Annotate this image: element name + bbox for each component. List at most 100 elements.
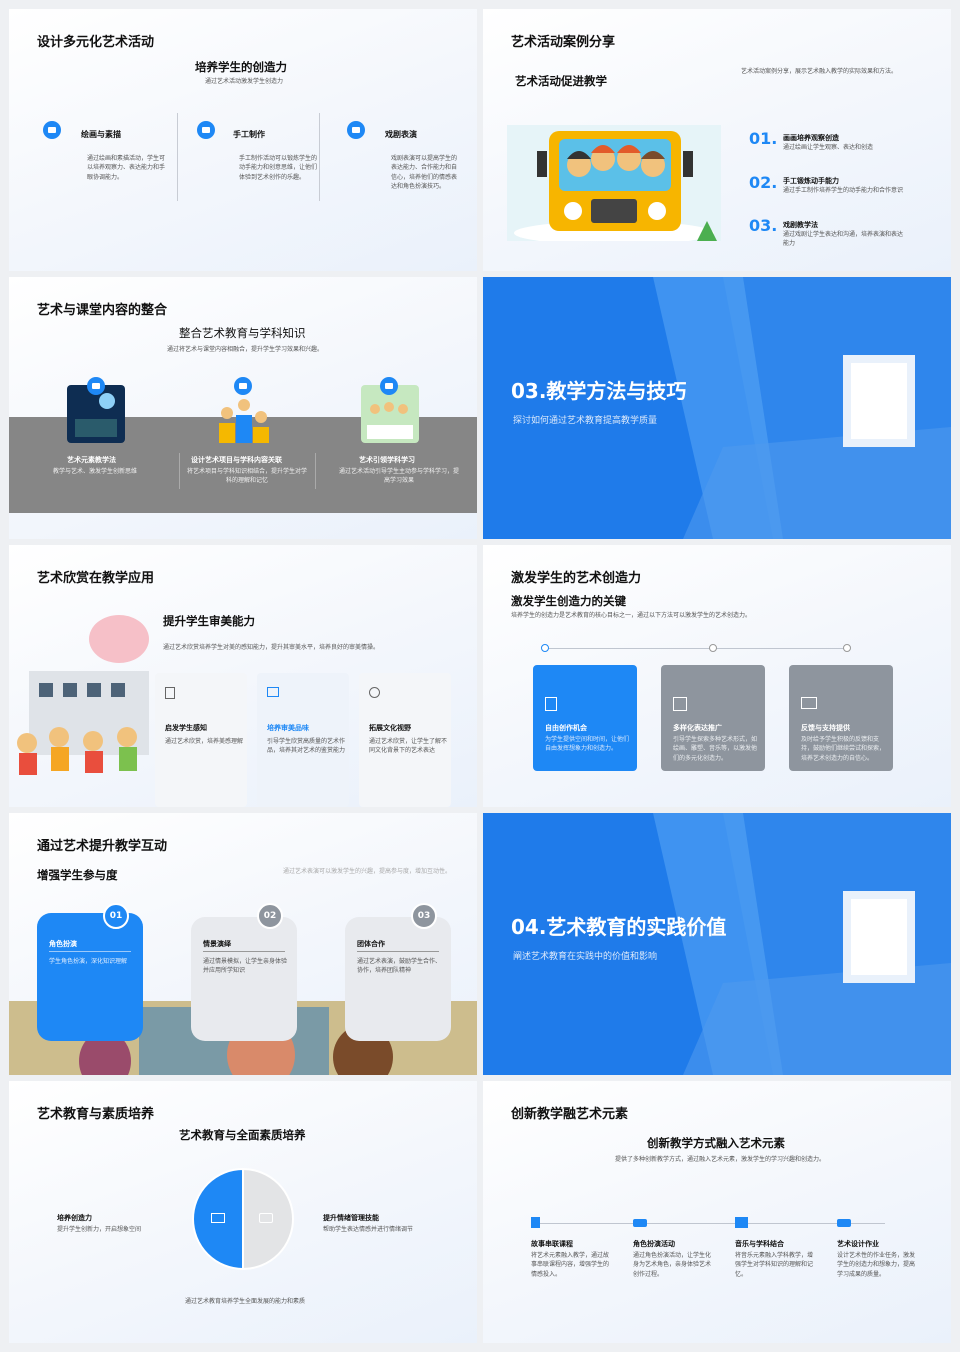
slide-desc: 通过艺术活动激发学生创造力	[205, 78, 284, 85]
sitemap-icon	[673, 697, 687, 711]
item-text: 引导学生欣赏高质量的艺术作品，培养其对艺术的鉴赏能力	[267, 738, 346, 755]
item-number: 02.	[749, 173, 778, 192]
item-label: 戏剧教学法	[783, 221, 818, 229]
item-label: 音乐与学科结合	[735, 1240, 784, 1248]
item-label: 启发学生感知	[165, 724, 207, 732]
item-text: 通过艺术欣赏，培养美感理解	[165, 738, 244, 745]
printer-icon	[267, 687, 279, 697]
image-icon	[801, 697, 817, 709]
printer-icon	[735, 1217, 748, 1228]
item-label: 手工制作	[233, 130, 265, 139]
item-text: 为学生提供空间和时间，让他们自由发挥想象力和创造力。	[545, 736, 630, 753]
item-label: 角色扮演	[49, 940, 77, 948]
divider	[315, 453, 316, 489]
timeline-dot	[843, 644, 851, 652]
slide-10: 创新教学融艺术元素 创新教学方式融入艺术元素 提供了多种创新教学方式，通过融入艺…	[483, 1081, 951, 1343]
item-label: 画画培养观察创造	[783, 134, 839, 142]
item-number: 03.	[749, 216, 778, 235]
card-2	[661, 665, 765, 771]
item-text: 学生角色扮演，深化知识理解	[49, 958, 128, 965]
divider	[177, 113, 178, 201]
slide-title: 艺术教育与素质培养	[37, 1107, 155, 1122]
pie-chart	[192, 1167, 294, 1271]
item-label: 情景演绎	[203, 940, 231, 948]
chat-icon	[259, 1213, 273, 1223]
item-text: 通过绘画和素描活动，学生可以培养观察力、表达能力和手眼协调能力。	[87, 155, 166, 181]
school-kids-illustration	[17, 615, 149, 775]
sofa-icon	[633, 1219, 647, 1227]
card-1	[533, 665, 637, 771]
timeline-dot	[709, 644, 717, 652]
slide-desc: 培养学生的创造力是艺术教育的核心目标之一，通过以下方法可以激发学生的艺术创造力。	[511, 612, 752, 619]
slide-6: 激发学生的艺术创造力 激发学生创造力的关键 培养学生的创造力是艺术教育的核心目标…	[483, 545, 951, 807]
paint-icon	[43, 121, 61, 139]
slide-subtitle: 激发学生创造力的关键	[511, 594, 626, 608]
item-text: 通过艺术表演，鼓励学生合作、协作，培养团队精神	[357, 958, 442, 975]
doc-icon	[531, 1217, 540, 1228]
slide-4-section: 03.教学方法与技巧 探讨如何通过艺术教育提高教学质量	[483, 277, 951, 539]
school-bus-illustration	[507, 125, 721, 241]
slide-desc: 通过艺术表演可以激发学生的兴趣，提高参与度，增加互动性。	[283, 868, 452, 875]
right-text: 帮助学生表达情感并进行情绪调节	[323, 1226, 414, 1233]
slide-title: 艺术欣赏在教学应用	[37, 571, 155, 586]
item-number: 01.	[749, 129, 778, 148]
slide-title: 通过艺术提升教学互动	[37, 839, 168, 854]
left-label: 培养创造力	[57, 1214, 92, 1222]
section-desc: 探讨如何通过艺术教育提高教学质量	[513, 416, 658, 426]
slide-desc: 通过艺术欣赏培养学生对美的感知能力，提升其审美水平，培养良好的审美情操。	[163, 644, 380, 651]
slide-title: 创新教学融艺术元素	[511, 1107, 629, 1122]
image-icon	[211, 1213, 225, 1223]
slide-2: 艺术活动案例分享 艺术活动促进教学 艺术活动案例分享，展示艺术融入教学的实际效果…	[483, 9, 951, 271]
card-underline	[203, 951, 285, 952]
sofa-icon	[837, 1219, 851, 1227]
item-text: 戏剧表演可以提高学生的表达能力、合作能力和自信心，培养他们的情感表达和角色扮演技…	[391, 155, 458, 190]
item-text: 通过手工制作培养学生的动手能力和合作意识	[783, 187, 904, 194]
divider	[179, 453, 180, 489]
slide-3: 艺术与课堂内容的整合 整合艺术教育与学科知识 通过将艺术与课堂内容相融合，提升学…	[9, 277, 477, 539]
item-label: 自由创作机会	[545, 724, 587, 732]
section-title: 03.教学方法与技巧	[511, 379, 687, 403]
item-text: 通过艺术活动引导学生主动参与学科学习，提高学习效果	[339, 468, 460, 485]
podium-illustration	[219, 399, 269, 443]
item-text: 通过绘画让学生观察、表达和创造	[783, 144, 874, 151]
item-text: 通过艺术欣赏，让学生了解不同文化背景下的艺术表达	[369, 738, 448, 755]
item-label: 多样化表达推广	[673, 724, 722, 732]
item-text: 教学与艺术、激发学生创新思维	[53, 468, 138, 475]
item-label: 艺术设计作业	[837, 1240, 879, 1248]
item-text: 手工制作活动可以锻炼学生的动手能力和创意思维，让他们体验到艺术创作的乐趣。	[239, 155, 318, 181]
slide-subtitle: 培养学生的创造力	[195, 60, 287, 74]
item-label: 艺术引领学科学习	[359, 456, 415, 464]
kids-crossing-illustration	[361, 385, 419, 443]
section-title: 04.艺术教育的实践价值	[511, 915, 727, 939]
item-label: 角色扮演活动	[633, 1240, 675, 1248]
slide-subtitle: 增强学生参与度	[37, 868, 118, 882]
item-text: 将艺术项目与学科知识相结合，提升学生对学科的理解和记忆	[187, 468, 308, 485]
item-label: 团体合作	[357, 940, 385, 948]
item-label: 故事串联课程	[531, 1240, 573, 1248]
number-badge: 02	[257, 903, 283, 929]
number-badge: 03	[411, 903, 437, 929]
slide-title: 艺术活动案例分享	[511, 35, 616, 50]
slide-5: 艺术欣赏在教学应用 提升学生审美能力 通过艺术欣赏培养学生对美的感知能力，提升其…	[9, 545, 477, 807]
drama-icon	[347, 121, 365, 139]
section-desc: 阐述艺术教育在实践中的价值和影响	[513, 952, 658, 962]
slide-subtitle: 整合艺术教育与学科知识	[179, 326, 306, 340]
item-text: 通过戏剧让学生表达和沟通，培养表演和表达能力	[783, 231, 904, 248]
globe-icon	[369, 687, 380, 698]
item-text: 设计艺术性的作业任务，激发学生的创造力和想象力，提高学习成果的质量。	[837, 1252, 916, 1278]
item-text: 将艺术元素融入教学，通过故事串联课程内容，增强学生的情感投入。	[531, 1252, 610, 1278]
slide-desc: 通过将艺术与课堂内容相融合，提升学生学习效果和兴趣。	[167, 346, 324, 353]
card-1	[155, 673, 247, 807]
slide-desc: 艺术活动案例分享，展示艺术融入教学的实际效果和方法。	[741, 68, 898, 75]
item-text: 通过角色扮演活动，让学生化身为艺术角色，亲身体验艺术创作过程。	[633, 1252, 712, 1278]
card-3	[345, 917, 451, 1041]
item-label: 设计艺术项目与学科内容关联	[191, 456, 282, 464]
item-text: 引导学生探索多种艺术形式，如绘画、雕塑、音乐等，以激发他们的多元化创造力。	[673, 736, 758, 762]
slide-title: 设计多元化艺术活动	[37, 35, 155, 50]
card-underline	[49, 951, 131, 952]
timeline-dot	[541, 644, 549, 652]
slide-desc: 提供了多种创新教学方式，通过融入艺术元素，激发学生的学习兴趣和创造力。	[615, 1156, 826, 1163]
item-label: 拓展文化视野	[369, 724, 411, 732]
doc-icon	[165, 687, 175, 699]
item-label: 艺术元素教学法	[67, 456, 116, 464]
